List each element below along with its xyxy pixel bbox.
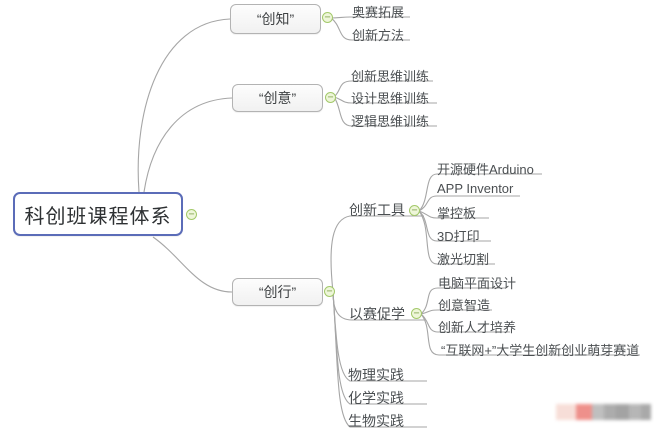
leaf-arduino-hardware[interactable]: 开源硬件Arduino: [437, 162, 534, 177]
leaf-control-board[interactable]: 掌控板: [437, 206, 477, 221]
learning-by-competition-collapse-icon[interactable]: −: [411, 308, 422, 319]
leaf-innovative-thinking-training[interactable]: 创新思维训练: [351, 69, 430, 84]
leaf-design-thinking-training[interactable]: 设计思维训练: [351, 91, 430, 106]
leaf-logical-thinking-training[interactable]: 逻辑思维训练: [351, 114, 430, 129]
chuangzhi-collapse-icon[interactable]: −: [322, 12, 333, 23]
leaf-3d-printing[interactable]: 3D打印: [437, 229, 480, 244]
watermark-block: [592, 404, 604, 420]
learning-by-competition-connectors: [420, 287, 640, 356]
watermark: [556, 404, 651, 420]
watermark-block: [576, 404, 592, 420]
node-chuangyi-label: “创意”: [258, 90, 297, 106]
leaf-laser-cutting[interactable]: 激光切割: [437, 252, 490, 267]
leaf-creative-making[interactable]: 创意智造: [438, 298, 491, 313]
leaf-computer-graphic-design[interactable]: 电脑平面设计: [438, 276, 517, 291]
node-chuangzhi-label: “创知”: [256, 11, 295, 27]
root-collapse-icon[interactable]: −: [186, 209, 197, 220]
watermark-block: [629, 404, 641, 420]
leaf-olympiad-expansion[interactable]: 奥赛拓展: [352, 5, 405, 20]
leaf-internet-plus-track[interactable]: “互联网+”大学生创新创业萌芽赛道: [441, 343, 640, 358]
innovation-tools-collapse-icon[interactable]: −: [409, 205, 420, 216]
leaf-chemistry-practice[interactable]: 化学实践: [348, 390, 404, 406]
chuangxing-collapse-icon[interactable]: −: [324, 286, 335, 297]
topic-innovation-tools[interactable]: 创新工具: [349, 202, 405, 218]
topic-learning-by-competition[interactable]: 以赛促学: [349, 306, 405, 322]
root-connectors: [137, 18, 233, 293]
chuangxing-connectors: [330, 215, 427, 428]
watermark-block: [604, 404, 616, 420]
leaf-innovation-methods[interactable]: 创新方法: [352, 28, 405, 43]
watermark-block: [556, 404, 576, 420]
leaf-biology-practice[interactable]: 生物实践: [348, 413, 404, 429]
leaf-app-inventor[interactable]: APP Inventor: [437, 181, 514, 196]
watermark-block: [641, 404, 651, 420]
node-chuangzhi[interactable]: “创知”: [230, 4, 321, 34]
chuangyi-collapse-icon[interactable]: −: [325, 92, 336, 103]
leaf-physics-practice[interactable]: 物理实践: [348, 367, 404, 383]
leaf-innovative-talent-cultivation[interactable]: 创新人才培养: [438, 320, 517, 335]
node-chuangxing[interactable]: “创行”: [232, 278, 323, 306]
root-label: 科创班课程体系: [24, 205, 172, 228]
node-chuangxing-label: “创行”: [258, 284, 297, 300]
node-chuangyi[interactable]: “创意”: [232, 84, 323, 112]
chuangzhi-connectors: [330, 16, 410, 41]
watermark-block: [616, 404, 629, 420]
chuangyi-connectors: [333, 80, 437, 127]
root-node[interactable]: 科创班课程体系: [13, 192, 183, 236]
innovation-tools-connectors: [418, 173, 542, 265]
